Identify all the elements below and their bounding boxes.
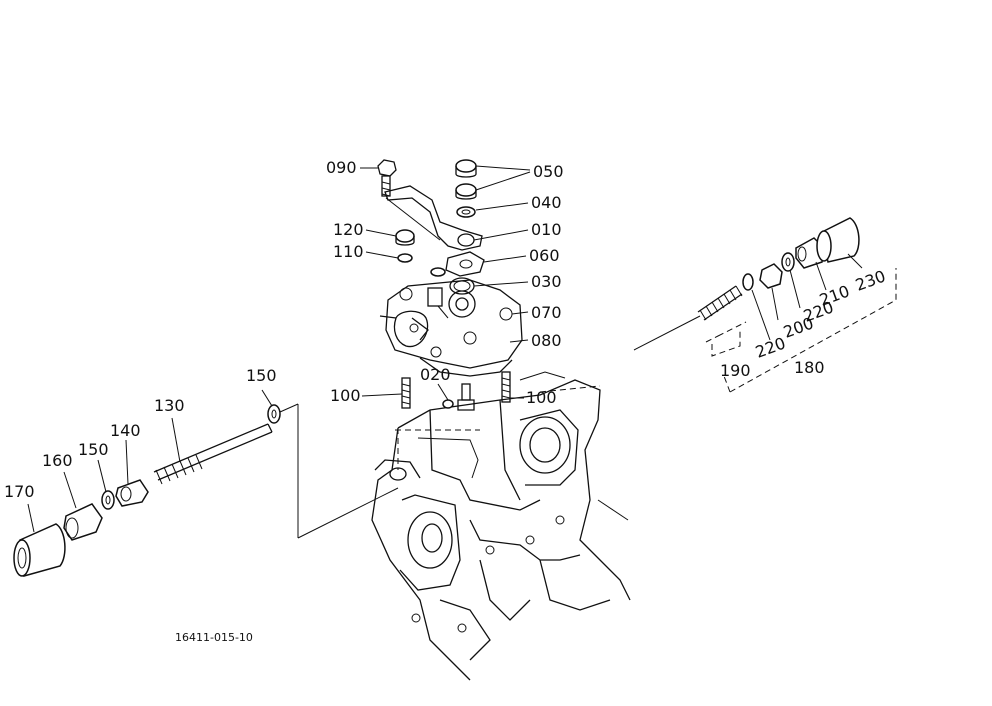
label-010: 010 (531, 220, 562, 239)
nut-160 (63, 503, 103, 541)
washer-110 (397, 253, 413, 263)
label-180: 180 (794, 358, 825, 377)
label-230: 230 (853, 266, 888, 294)
part-labels: 090 050 040 010 120 110 060 030 070 080 … (4, 158, 888, 501)
gear-case-body (371, 371, 631, 681)
label-050: 050 (533, 162, 564, 181)
label-130: 130 (154, 396, 185, 415)
label-200: 200 (781, 313, 816, 341)
cap-230 (816, 217, 860, 263)
nut-120 (395, 229, 415, 246)
stud-100-left (401, 377, 411, 409)
washer-040 (456, 206, 476, 218)
nut-140 (115, 479, 149, 507)
plate-060 (445, 251, 485, 277)
washer-220-right (781, 252, 795, 272)
label-100-left: 100 (330, 386, 361, 405)
bolt-090 (377, 159, 441, 241)
stud-100-right (501, 371, 511, 403)
bracket-190 (705, 321, 747, 343)
label-100-right: 100 (526, 388, 557, 407)
label-040: 040 (531, 193, 562, 212)
label-090: 090 (326, 158, 357, 177)
washer-150-mid (101, 490, 115, 510)
washer-150-top (267, 404, 281, 424)
cover-assembly (379, 279, 523, 377)
leader-lines (27, 165, 863, 533)
nuts-050 (455, 159, 477, 218)
cap-170 (13, 523, 66, 577)
shaft-130 (153, 423, 273, 485)
label-120: 120 (333, 220, 364, 239)
label-150-mid: 150 (78, 440, 109, 459)
label-190: 190 (720, 361, 751, 380)
washer-220-left (742, 273, 754, 291)
nut-200 (759, 263, 783, 289)
plug-020 (442, 383, 475, 411)
label-220-left: 220 (753, 333, 788, 361)
label-030: 030 (531, 272, 562, 291)
label-150-top: 150 (246, 366, 277, 385)
label-070: 070 (531, 303, 562, 322)
label-160: 160 (42, 451, 73, 470)
label-020: 020 (420, 365, 451, 384)
label-060: 060 (529, 246, 560, 265)
label-170: 170 (4, 482, 35, 501)
diagram-code: 16411-015-10 (175, 631, 253, 644)
screw-190 (633, 285, 743, 351)
label-140: 140 (110, 421, 141, 440)
label-110: 110 (333, 242, 364, 261)
label-080: 080 (531, 331, 562, 350)
